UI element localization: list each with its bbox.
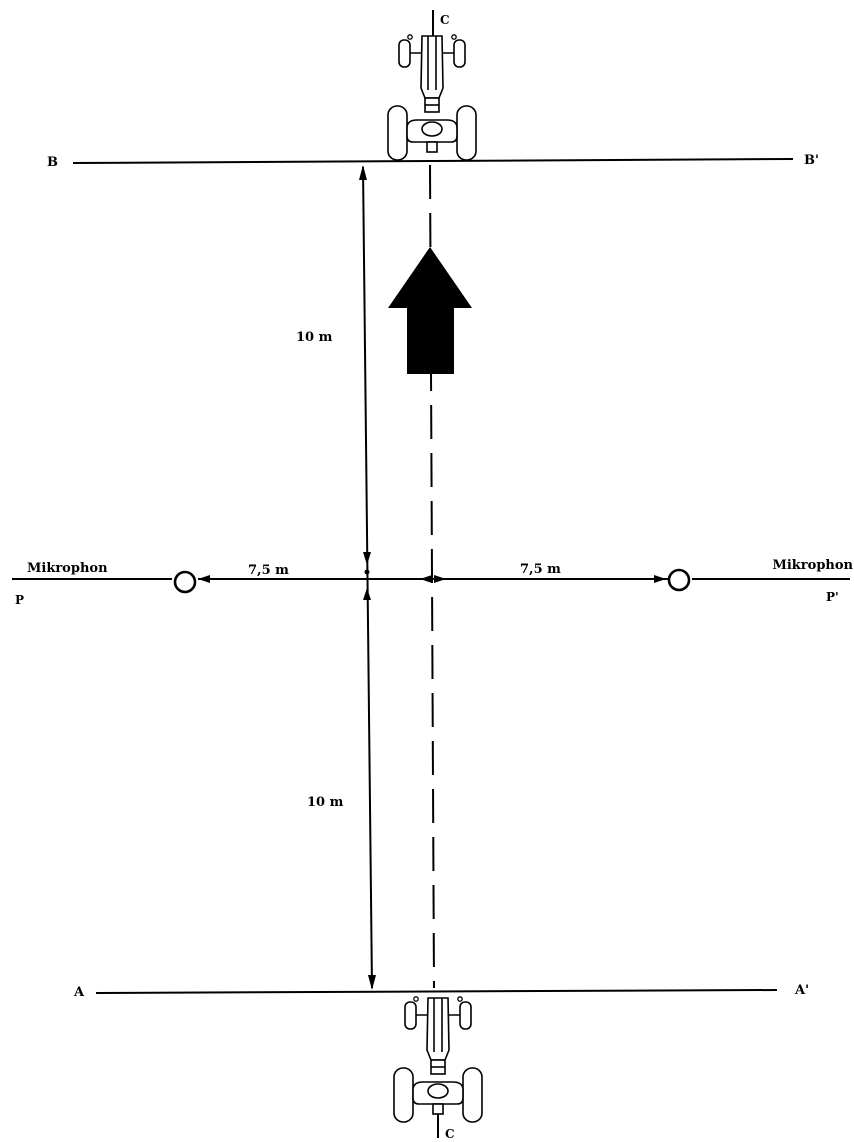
label-c-bottom: C: [445, 1127, 455, 1141]
microphone-icon: [667, 568, 691, 592]
label-a-right: A': [794, 983, 809, 998]
arrowhead-center-left: [420, 575, 432, 583]
label-p-right: P': [826, 590, 839, 604]
arrow-up-icon: [388, 247, 472, 374]
label-c-top: C: [440, 13, 450, 27]
label-a-left: A: [73, 985, 85, 1000]
arrowhead-center-right: [434, 575, 446, 583]
centerline-c: [429, 164, 435, 989]
microphone-icon: [173, 570, 197, 594]
dimension-line-vertical: [362, 166, 373, 989]
arrowhead-top: [359, 165, 367, 180]
arrowhead-mid-down: [363, 588, 371, 600]
line-b: [72, 158, 794, 164]
distance-left-offset: 7,5 m: [248, 563, 289, 578]
microphone-label-left: Mikrophon: [27, 561, 108, 576]
arrowhead-bottom: [368, 975, 376, 990]
tractor-icon: [387, 33, 477, 161]
distance-right-offset: 7,5 m: [520, 562, 561, 577]
arrowhead-right: [654, 575, 666, 583]
tractor-icon: [393, 995, 483, 1123]
label-p-left: P: [15, 593, 24, 607]
label-b-left: B: [47, 155, 58, 170]
arrowhead-left: [198, 575, 210, 583]
distance-upper: 10 m: [296, 330, 333, 345]
arrowhead-mid-up: [363, 552, 371, 565]
label-b-right: B': [804, 153, 819, 168]
line-a: [95, 989, 778, 994]
distance-lower: 10 m: [307, 795, 344, 810]
microphone-label-right: Mikrophon: [772, 558, 853, 573]
